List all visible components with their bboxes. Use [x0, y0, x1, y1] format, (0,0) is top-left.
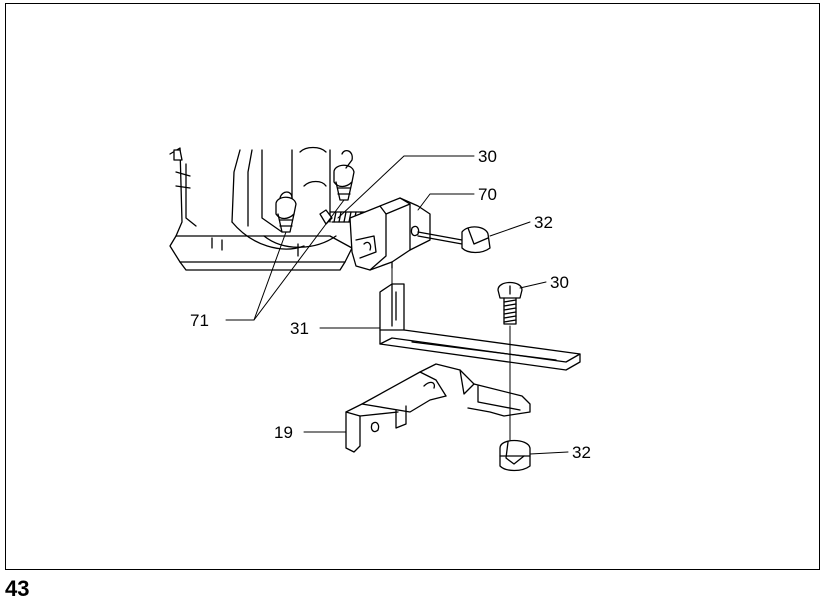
callout-30-right: 30	[550, 273, 569, 292]
callout-31: 31	[290, 319, 309, 338]
rip-fence	[346, 364, 530, 452]
callout-70: 70	[478, 185, 497, 204]
saw-body	[170, 148, 352, 271]
knob-right	[334, 151, 354, 200]
page-number: 43	[5, 576, 29, 602]
guide-holder	[350, 198, 430, 270]
callout-19: 19	[274, 423, 293, 442]
knob-left	[276, 192, 296, 232]
callout-32-top: 32	[534, 213, 553, 232]
callout-32-bottom: 32	[572, 443, 591, 462]
callout-71: 71	[190, 311, 209, 330]
screw-right	[498, 283, 522, 415]
wing-nut-bottom	[500, 414, 530, 471]
callout-30-top: 30	[478, 147, 497, 166]
wing-nut-top	[418, 227, 490, 253]
